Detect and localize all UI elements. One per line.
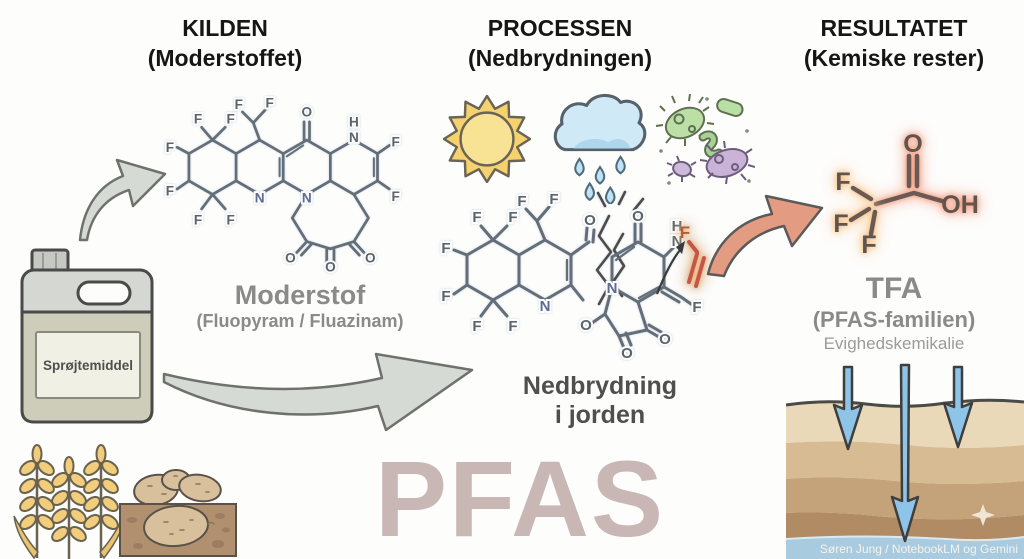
svg-text:N: N bbox=[540, 298, 551, 315]
parent-atom-labels: F F F F F F F F N O N H F F N O O O bbox=[164, 94, 402, 276]
result-caption-subtitle: (PFAS-familien) bbox=[812, 306, 976, 332]
svg-text:F: F bbox=[235, 97, 243, 112]
svg-text:F: F bbox=[549, 191, 558, 208]
source-caption: Moderstof (Fluopyram / Fluazinam) bbox=[170, 280, 430, 332]
soil-infiltration-arrows bbox=[832, 363, 974, 543]
svg-text:F: F bbox=[833, 210, 848, 238]
free-fluorine-fragment: F bbox=[680, 223, 706, 288]
sparkle-icon bbox=[971, 504, 995, 526]
release-arrow bbox=[655, 241, 685, 295]
wheat-icon bbox=[13, 443, 127, 559]
svg-text:O: O bbox=[584, 212, 596, 229]
svg-text:F: F bbox=[472, 209, 481, 226]
arrow-process-to-result bbox=[706, 194, 824, 278]
process-caption-line1: Nedbrydning bbox=[522, 372, 678, 400]
source-caption-title: Moderstof bbox=[234, 280, 366, 310]
tfa-carboxyl-group: O OH bbox=[873, 130, 979, 219]
svg-text:F: F bbox=[861, 231, 876, 259]
canister-handle bbox=[76, 280, 132, 306]
header-result: RESULTATET (Kemiske rester) bbox=[765, 14, 1023, 74]
svg-text:F: F bbox=[680, 223, 690, 242]
bond-crack bbox=[595, 190, 645, 306]
source-caption-subtitle: (Fluopyram / Fluazinam) bbox=[196, 311, 404, 332]
svg-text:O: O bbox=[632, 208, 644, 225]
process-caption-line2: i jorden bbox=[554, 400, 646, 429]
result-caption-note: Evighedskemikalie bbox=[823, 333, 965, 353]
svg-text:O: O bbox=[580, 317, 592, 334]
sun-icon bbox=[443, 95, 531, 183]
svg-text:F: F bbox=[835, 168, 850, 196]
svg-text:F: F bbox=[517, 193, 526, 210]
svg-text:F: F bbox=[194, 112, 202, 127]
svg-text:F: F bbox=[508, 209, 517, 226]
canister-label bbox=[35, 331, 141, 399]
credit-text: Søren Jung / NotebookLM og Gemini bbox=[819, 542, 1018, 556]
header-process: PROCESSEN (Nedbrydningen) bbox=[415, 14, 705, 74]
svg-text:O: O bbox=[365, 250, 376, 265]
header-source: KILDEN (Moderstoffet) bbox=[95, 14, 355, 74]
arrow-source-to-process bbox=[162, 352, 474, 432]
fragment-right: O H N N F O O O bbox=[578, 206, 703, 364]
soil-cross-section: Søren Jung / NotebookLM og Gemini bbox=[785, 355, 1024, 559]
molecule-parent: F F F F F F F F N O N H F F N O O O bbox=[164, 94, 402, 276]
svg-text:F: F bbox=[441, 240, 450, 257]
svg-text:N: N bbox=[255, 191, 265, 206]
tfa-cf3-group: F F F bbox=[833, 168, 878, 259]
svg-text:F: F bbox=[226, 112, 234, 127]
svg-text:O: O bbox=[325, 259, 336, 274]
molecule-tfa: O OH F F F bbox=[833, 130, 979, 259]
pfas-watermark: PFAS bbox=[374, 438, 666, 559]
rain-cloud-icon bbox=[553, 93, 647, 204]
raindrops bbox=[574, 155, 626, 204]
svg-text:F: F bbox=[194, 212, 202, 227]
svg-text:N: N bbox=[302, 191, 312, 206]
header-source-title: KILDEN bbox=[182, 15, 268, 41]
svg-text:N: N bbox=[349, 130, 359, 145]
svg-text:F: F bbox=[166, 140, 174, 155]
svg-text:F: F bbox=[166, 183, 174, 198]
svg-text:F: F bbox=[472, 318, 481, 335]
svg-text:O: O bbox=[903, 130, 922, 158]
svg-text:O: O bbox=[659, 331, 671, 348]
result-caption: TFA (PFAS-familien) Evighedskemikalie bbox=[765, 272, 1023, 353]
potato-speckles bbox=[147, 475, 215, 535]
soil-spots bbox=[127, 513, 230, 549]
header-result-title: RESULTATET bbox=[820, 15, 968, 41]
fragment-left: F F F F F F F F N O bbox=[439, 190, 598, 337]
svg-text:O: O bbox=[621, 345, 633, 362]
svg-text:O: O bbox=[302, 104, 313, 119]
parent-bonds bbox=[175, 108, 391, 264]
header-result-subtitle: (Kemiske rester) bbox=[803, 44, 985, 71]
svg-text:F: F bbox=[441, 288, 450, 305]
svg-text:F: F bbox=[692, 299, 701, 316]
svg-text:F: F bbox=[391, 189, 399, 204]
svg-text:H: H bbox=[349, 114, 359, 129]
result-caption-title: TFA bbox=[865, 272, 923, 305]
process-caption: Nedbrydning i jorden bbox=[470, 372, 730, 430]
header-source-subtitle: (Moderstoffet) bbox=[147, 44, 303, 71]
svg-text:F: F bbox=[226, 212, 234, 227]
arrow-source-to-molecule bbox=[78, 158, 167, 242]
svg-text:O: O bbox=[285, 250, 296, 265]
svg-text:OH: OH bbox=[941, 191, 979, 219]
microbes-icon bbox=[655, 93, 755, 185]
canister-label-text: Sprøjtemiddel bbox=[43, 358, 133, 373]
header-process-subtitle: (Nedbrydningen) bbox=[468, 44, 652, 71]
molecule-fragments: F F F F F F F F N O O H N N F bbox=[439, 190, 706, 364]
svg-text:H: H bbox=[672, 218, 683, 235]
pesticide-canister: Sprøjtemiddel bbox=[20, 248, 154, 424]
svg-text:F: F bbox=[265, 95, 273, 110]
header-process-title: PROCESSEN bbox=[487, 15, 633, 41]
svg-text:F: F bbox=[508, 318, 517, 335]
svg-text:F: F bbox=[391, 134, 399, 149]
potatoes-icon bbox=[119, 469, 237, 557]
svg-text:N: N bbox=[607, 280, 618, 297]
microbe-dots bbox=[659, 97, 751, 185]
soil-layers bbox=[785, 363, 1024, 559]
